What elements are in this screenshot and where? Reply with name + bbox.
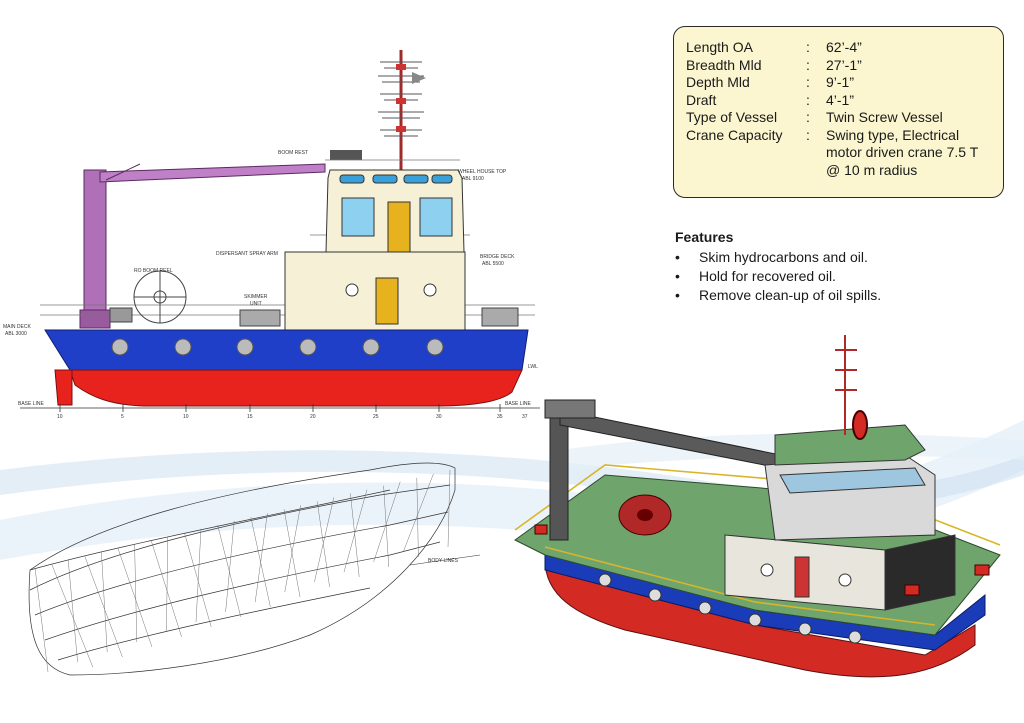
frame-tick: 5 [121, 414, 124, 420]
feature-item: • Remove clean-up of oil spills. [675, 287, 882, 303]
label-main-deck: MAIN DECK [3, 324, 31, 330]
label-dispersant: DISPERSANT SPRAY ARM [216, 251, 278, 257]
frame-tick: 30 [436, 414, 442, 420]
features-section: Features • Skim hydrocarbons and oil. • … [675, 229, 1005, 305]
feature-item: • Skim hydrocarbons and oil. [675, 249, 868, 265]
frame-tick: 15 [247, 414, 253, 420]
superstructure [724, 424, 956, 611]
label-wheel-house-top: WHEEL HOUSE TOP [458, 169, 507, 175]
hull-wireframe-drawing: BODY LINES [28, 462, 481, 676]
frame-tick: 25 [373, 414, 379, 420]
label-base-line: BASE LINE [18, 401, 45, 407]
bullet-icon: • [675, 249, 680, 265]
bullet-icon: • [675, 287, 680, 303]
winch-icon [618, 494, 672, 536]
label-main-abl: ABL 3000 [5, 331, 27, 337]
features-title: Features [675, 229, 734, 245]
bullet-icon: • [675, 268, 680, 284]
label-lwl: LWL [528, 364, 538, 370]
spec-row-depth: Depth Mld : 9’-1” [686, 74, 855, 90]
base-line-ruler [20, 404, 540, 412]
crane-icon [79, 150, 362, 329]
frame-tick: 35 [497, 414, 503, 420]
spec-row-draft: Draft : 4’-1” [686, 91, 855, 108]
vessel-3d-rendering [514, 335, 1001, 678]
spec-row-length: Length OA : 62’-4” [686, 39, 862, 55]
bollard-icon [534, 524, 990, 596]
fender-icon [111, 338, 444, 356]
spec-row-type: Type of Vessel : Twin Screw Vessel [686, 109, 943, 125]
label-boom-rest: BOOM REST [278, 150, 308, 156]
frame-tick: 10 [57, 414, 63, 420]
label-skimmer: SKIMMER [244, 294, 268, 300]
mast-antenna-icon [378, 50, 426, 175]
label-body-lines: BODY LINES [428, 558, 459, 564]
label-bridge-abl: ABL 5500 [482, 261, 504, 267]
label-wheel-house-abl: ABL 9100 [462, 176, 484, 182]
boom-reel-icon [109, 270, 519, 327]
label-bridge-deck: BRIDGE DECK [480, 254, 515, 260]
crane-icon [544, 399, 806, 541]
label-skimmer-unit: UNIT [250, 301, 262, 307]
spec-row-breadth: Breadth Mld : 27’-1” [686, 56, 862, 73]
frame-tick: 10 [183, 414, 189, 420]
label-ro-boom-reel: RO BOOM REEL [134, 268, 173, 274]
hull-red-band [69, 369, 523, 407]
spec-row-crane: Crane Capacity : Swing type, Electrical … [686, 126, 979, 178]
feature-item: • Hold for recovered oil. [675, 268, 836, 284]
wheelhouse [284, 169, 466, 335]
specification-box: Length OA : 62’-4” Breadth Mld : 27’-1” … [673, 26, 1004, 198]
mast-antenna-icon [835, 335, 868, 440]
hull-rib-lines [34, 469, 451, 673]
frame-tick: 37 [522, 414, 528, 420]
side-elevation-drawing: 10 5 10 15 20 25 30 35 37 BOOM REST WHEE… [3, 50, 540, 420]
frame-tick: 20 [310, 414, 316, 420]
label-base-line-right: BASE LINE [505, 401, 532, 407]
